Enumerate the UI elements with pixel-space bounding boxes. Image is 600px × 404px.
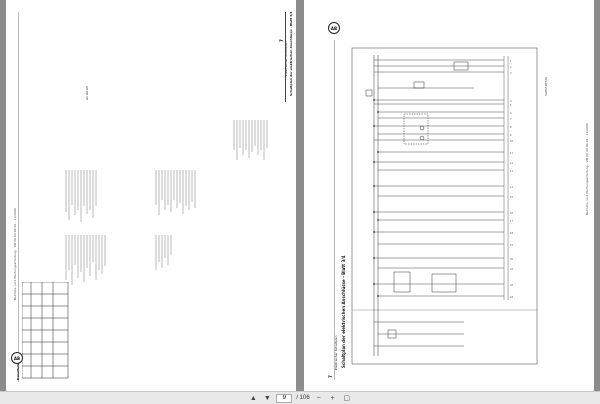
legend-lines bbox=[65, 120, 268, 285]
svg-text:10: 10 bbox=[510, 140, 514, 143]
svg-text:4: 4 bbox=[510, 100, 512, 103]
svg-text:15: 15 bbox=[510, 196, 514, 199]
right-margin-rule bbox=[334, 40, 335, 380]
svg-text:13: 13 bbox=[510, 170, 514, 173]
svg-text:17: 17 bbox=[510, 220, 514, 223]
header-rule bbox=[285, 12, 286, 102]
svg-text:19: 19 bbox=[510, 244, 514, 247]
svg-text:5: 5 bbox=[510, 104, 512, 107]
svg-text:7: 7 bbox=[510, 118, 512, 121]
svg-text:18: 18 bbox=[510, 232, 514, 235]
chevron-up-icon[interactable]: ▲ bbox=[249, 394, 257, 402]
left-footer: Betriebs- und Wartungsanleitung - VM WI … bbox=[13, 208, 17, 300]
right-logo: AB bbox=[328, 22, 340, 34]
left-margin-rule bbox=[18, 12, 19, 382]
svg-text:8: 8 bbox=[510, 126, 512, 129]
left-page: 7 Elektrischer Schaltplan Schaltplan der… bbox=[6, 0, 296, 391]
svg-text:16: 16 bbox=[510, 212, 514, 215]
page-number-input[interactable] bbox=[276, 393, 293, 403]
chevron-down-icon[interactable]: ▼ bbox=[263, 394, 271, 402]
svg-text:20: 20 bbox=[510, 258, 514, 261]
svg-text:21: 21 bbox=[510, 268, 514, 271]
svg-text:11: 11 bbox=[510, 152, 514, 155]
zoom-in-button[interactable]: + bbox=[330, 394, 335, 402]
svg-text:6: 6 bbox=[510, 112, 512, 115]
svg-text:14: 14 bbox=[510, 186, 514, 189]
svg-text:12: 12 bbox=[510, 162, 514, 165]
svg-text:1: 1 bbox=[510, 60, 512, 63]
page-total: / 106 bbox=[296, 395, 310, 401]
zoom-out-button[interactable]: − bbox=[316, 394, 321, 402]
svg-text:9: 9 bbox=[510, 134, 512, 137]
right-page: AB 7 Elektrischer Schaltplan Schaltplan … bbox=[304, 0, 594, 391]
left-logo: AB bbox=[11, 352, 23, 364]
svg-text:2: 2 bbox=[510, 66, 512, 69]
cable-color-table bbox=[22, 282, 69, 379]
svg-text:23: 23 bbox=[510, 296, 514, 299]
svg-text:3: 3 bbox=[510, 72, 512, 75]
svg-text:22: 22 bbox=[510, 284, 514, 287]
viewer-toolbar: ▲ ▼ / 106 − + ▢ bbox=[0, 391, 600, 404]
fit-page-icon[interactable]: ▢ bbox=[343, 395, 350, 402]
